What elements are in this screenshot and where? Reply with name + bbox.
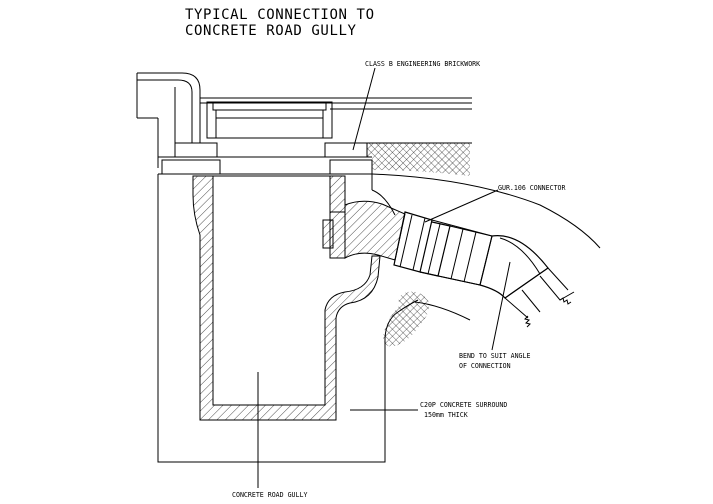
- title-line-1: TYPICAL CONNECTION TO: [185, 7, 375, 23]
- outlet-pipe: [344, 200, 575, 328]
- label-connector: GUR.106 CONNECTOR: [498, 184, 566, 192]
- title-line-2: CONCRETE ROAD GULLY: [185, 23, 357, 39]
- label-bend-line-2: OF CONNECTION: [459, 362, 511, 370]
- gully-body: [192, 175, 381, 421]
- grating-frame: [206, 101, 333, 139]
- ground-fill: [367, 142, 601, 347]
- label-gully: CONCRETE ROAD GULLY: [232, 491, 307, 499]
- label-bend-line-1: BEND TO SUIT ANGLE: [459, 352, 530, 360]
- road-surface: [136, 72, 472, 168]
- leader-lines: [257, 67, 511, 488]
- label-surround-line-1: C20P CONCRETE SURROUND: [420, 401, 507, 409]
- label-brickwork: CLASS B ENGINEERING BRICKWORK: [365, 60, 480, 68]
- label-surround-line-2: 150mm THICK: [424, 411, 468, 419]
- brickwork: [158, 142, 373, 175]
